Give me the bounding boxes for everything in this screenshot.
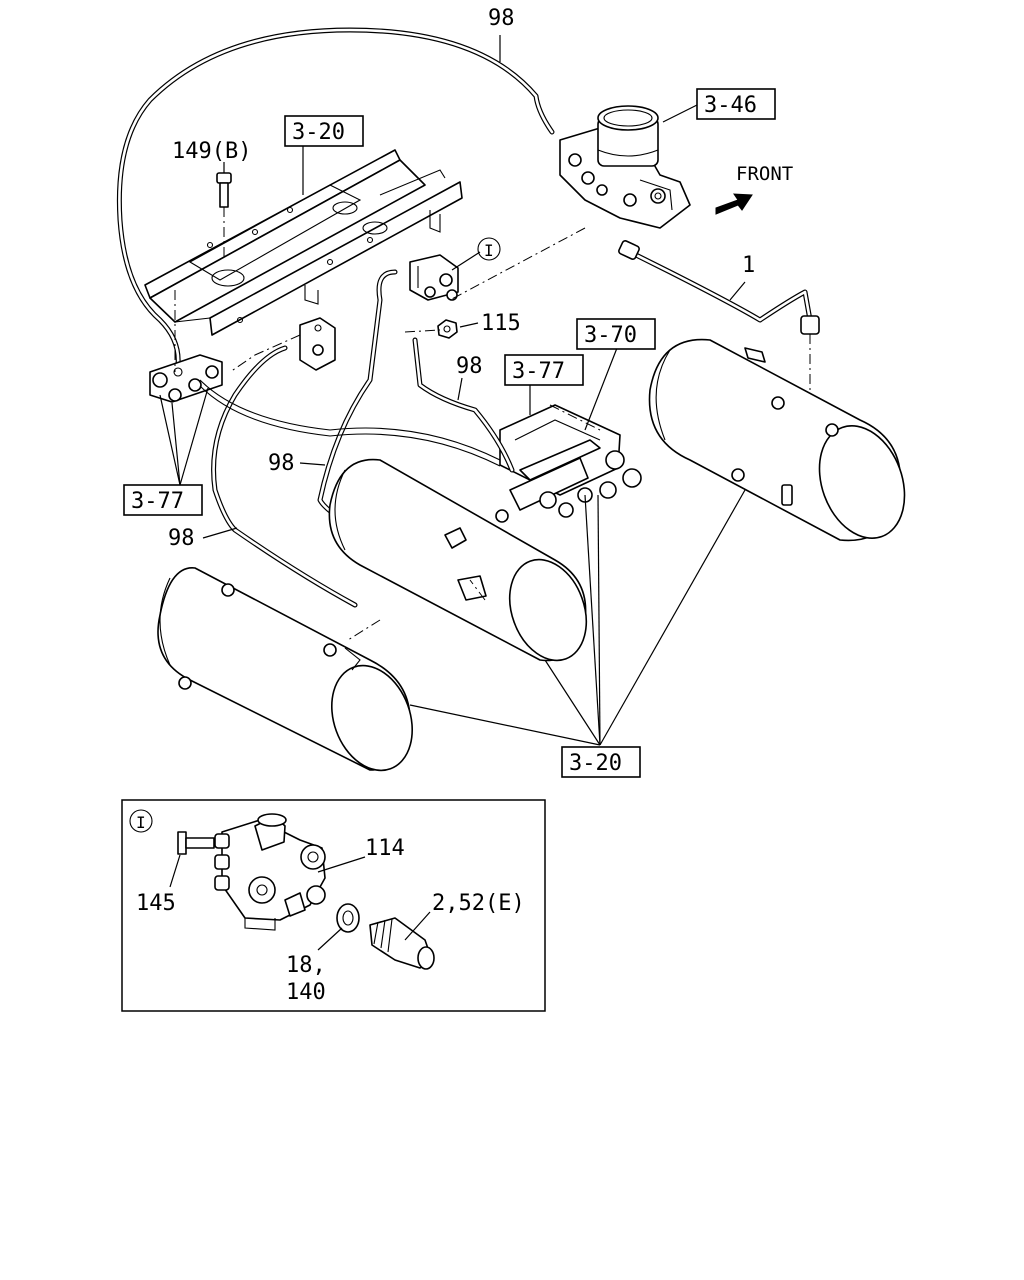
detail-marker-circle (477, 237, 501, 261)
tube-98-cross (199, 379, 501, 467)
label-front: FRONT (736, 163, 793, 185)
air-dryer-assembly (559, 105, 691, 229)
label-ref-3-20-top: 3-20 (292, 120, 345, 145)
ref-box-3-20-top (284, 115, 364, 147)
label-part-140: 140 (286, 980, 326, 1005)
part-145-plug (177, 831, 215, 855)
ref-box-3-70 (576, 318, 656, 350)
front-arrow-icon (715, 193, 753, 215)
ref-box-3-20-bottom (561, 746, 641, 778)
label-nut-115: 115 (481, 311, 521, 336)
detail-inset-marker-circle (129, 809, 153, 833)
part-2-52e-fitting (369, 917, 435, 970)
label-ref-3-77-mid: 3-77 (512, 359, 565, 384)
valve-cluster-left (149, 354, 223, 403)
tube-98-lower (211, 345, 358, 608)
label-part-2-52e: 2,52(E) (432, 891, 525, 916)
air-tank-right (648, 338, 906, 542)
label-detail-marker: I (484, 241, 494, 260)
label-ref-3-20-bottom: 3-20 (569, 751, 622, 776)
label-part-114: 114 (365, 836, 405, 861)
label-ref-3-46: 3-46 (704, 93, 757, 118)
frame-cross-member (144, 149, 463, 336)
valve-center-left (299, 317, 336, 371)
ref-box-3-77-left (123, 484, 203, 516)
label-pipe-1: 1 (742, 253, 755, 278)
bolt-149b (216, 172, 232, 260)
label-tube-98-lower: 98 (168, 526, 195, 551)
label-bolt-149b: 149(B) (172, 139, 251, 164)
label-ref-3-77-left: 3-77 (131, 489, 184, 514)
ref-box-3-77-mid (504, 354, 584, 386)
nut-115 (437, 319, 458, 339)
tube-98-mid (412, 337, 515, 473)
valve-detail-i (409, 254, 459, 301)
detail-inset-i: I (121, 799, 546, 1012)
part-114-valve-body (214, 813, 326, 931)
label-tube-98-mid: 98 (456, 354, 483, 379)
part-18-140-washer (336, 903, 360, 933)
label-part-145: 145 (136, 891, 176, 916)
ref-box-3-46 (696, 88, 776, 120)
detail-inset-marker: I (136, 813, 146, 832)
air-tank-lower-left (157, 567, 414, 772)
assembly-centerlines (174, 227, 586, 641)
label-tube-98-left: 98 (268, 451, 295, 476)
air-tank-middle (328, 458, 588, 662)
valve-bracket-cluster (499, 404, 642, 518)
leader-lines (159, 35, 746, 746)
label-tube-98-top: 98 (488, 6, 515, 31)
tube-98-top-loop (116, 27, 555, 368)
label-part-18: 18, (286, 953, 326, 978)
label-ref-3-70: 3-70 (584, 323, 637, 348)
